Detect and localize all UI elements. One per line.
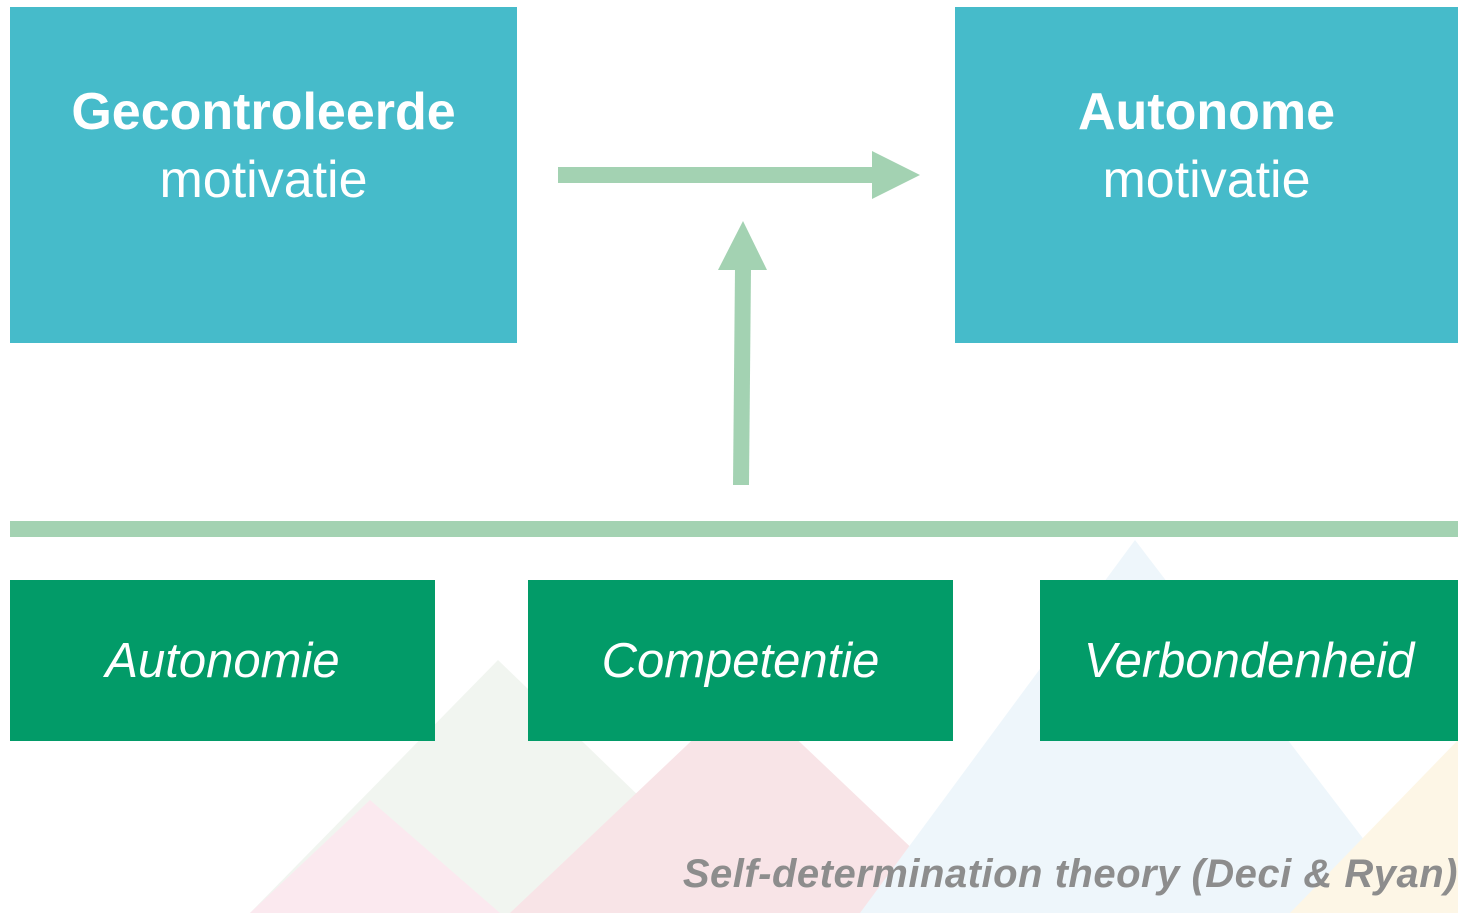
source-caption: Self-determination theory (Deci & Ryan) [682, 852, 1458, 896]
right-arrow [558, 151, 920, 199]
watermark-triangle-yellow [1290, 740, 1458, 913]
controlled-motivation-box: Gecontroleerde motivatie [10, 7, 517, 343]
need-box-autonomy: Autonomie [10, 580, 435, 741]
up-arrow [718, 221, 767, 485]
controlled-motivation-subtitle: motivatie [159, 151, 368, 209]
need-label-relatedness: Verbondenheid [1083, 633, 1415, 688]
watermark-triangle-pink-left [250, 800, 500, 913]
need-box-relatedness: Verbondenheid [1040, 580, 1458, 741]
needs-divider-bar [10, 521, 1458, 537]
need-label-autonomy: Autonomie [105, 633, 340, 688]
watermark-triangle-red [510, 690, 980, 913]
controlled-motivation-title: Gecontroleerde [71, 83, 456, 141]
autonomous-motivation-title: Autonome [1077, 83, 1336, 141]
autonomous-motivation-subtitle: motivatie [1102, 151, 1311, 209]
autonomous-motivation-box: Autonome motivatie [955, 7, 1458, 343]
need-label-competence: Competentie [601, 633, 880, 688]
need-box-competence: Competentie [528, 580, 953, 741]
